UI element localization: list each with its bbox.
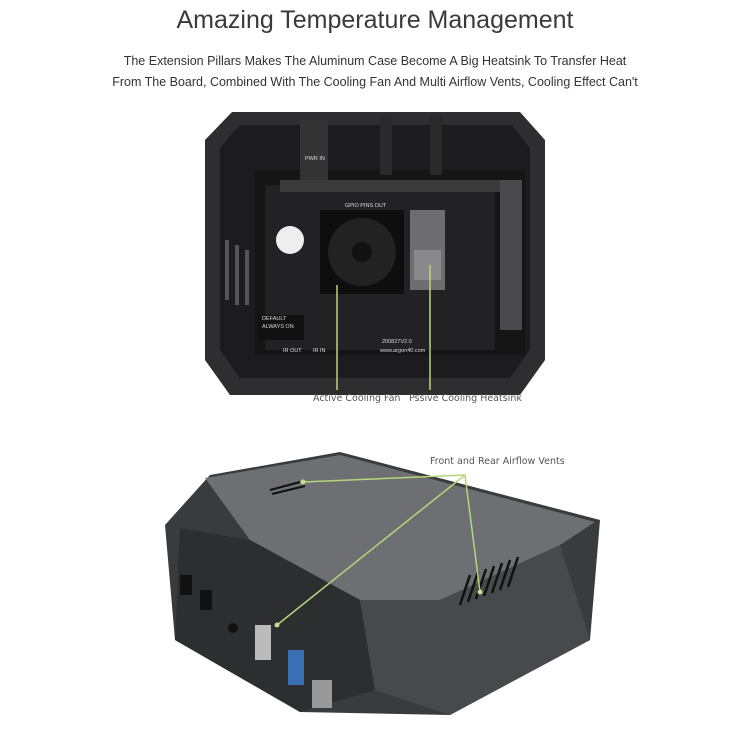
version-text: 200827V2.0 [382, 339, 412, 345]
case-open-top-view: PWR IN GPIO PINS OUT DEFAULT ALWAYS ON I… [205, 112, 545, 395]
callout-passive-heatsink: Pssive Cooling Heatsink [409, 393, 522, 404]
ir-in-text: IR IN [313, 348, 326, 354]
callout-active-cooling-fan: Active Cooling Fan [313, 393, 401, 404]
callout-lines-vents [276, 474, 481, 626]
ir-out-text: IR OUT [283, 348, 302, 354]
default-text: DEFAULT [262, 316, 287, 322]
page-title: Amazing Temperature Management [176, 6, 574, 34]
gpio-text: GPIO PINS OUT [345, 203, 387, 209]
subtitle-line-2: From The Board, Combined With The Coolin… [112, 75, 638, 89]
callout-airflow-vents: Front and Rear Airflow Vents [430, 456, 565, 467]
url-text: www.argon40.com [379, 348, 426, 354]
subtitle-line-1: The Extension Pillars Makes The Aluminum… [123, 54, 627, 68]
always-on-text: ALWAYS ON [262, 324, 294, 330]
case-closed-view [165, 452, 600, 715]
pwr-in-text: PWR IN [305, 156, 325, 162]
